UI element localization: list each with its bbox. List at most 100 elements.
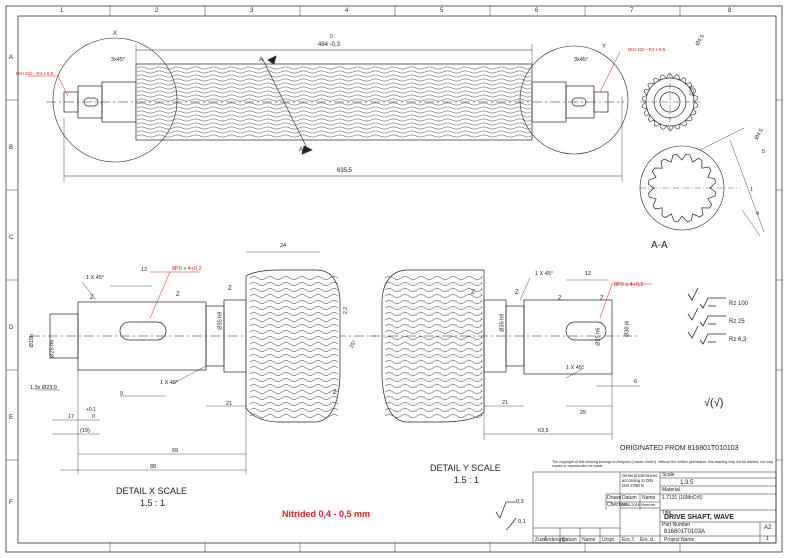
detail-x-wave-line <box>249 354 339 358</box>
main-wave-line <box>136 106 532 110</box>
tb-general-tol: General tolerances according to DIN ISO … <box>622 473 658 488</box>
main-wave-line <box>136 110 532 114</box>
detail-x-wave-line <box>249 300 339 304</box>
detail-x-dim-9: 9 <box>120 391 124 397</box>
detail-y-z-3: Z <box>558 296 562 302</box>
detail-x-dia-left2: Ø18h <box>28 334 35 348</box>
frame-row-a: A <box>9 55 14 61</box>
frame-col-5: 5 <box>440 8 444 14</box>
detail-y-wave-line <box>384 276 483 280</box>
main-wave-line <box>136 94 532 98</box>
detail-y-wave-line <box>384 300 483 304</box>
title-block-lines <box>532 471 777 544</box>
detail-y-chamfer-2: 1 X 45° <box>566 365 585 371</box>
detail-y-wave-line <box>384 282 483 286</box>
detail-x-wave-line <box>249 366 339 370</box>
detail-x-wave-line <box>249 282 339 286</box>
detail-y-wave-line <box>384 384 483 388</box>
tb-name-value: Hoerner <box>641 502 656 507</box>
detail-x-wave-line <box>249 402 339 406</box>
detail-x-title: DETAIL X SCALE <box>116 486 188 496</box>
detail-y-wave-line <box>384 366 483 370</box>
detail-x-roller <box>245 269 341 423</box>
detail-x-dia-left: Ø25 h6 <box>49 339 56 358</box>
tolerance-upper: 0,3 <box>516 499 524 505</box>
main-wave-line <box>136 126 532 130</box>
detail-y-roller <box>381 269 485 423</box>
tb-date-value: 2008-2016 <box>621 502 641 507</box>
detail-y-dia-right: Ø30 j6 <box>624 320 631 337</box>
detail-x-wave-line <box>249 372 339 376</box>
large-gear-outline <box>647 153 717 223</box>
detail-y-wave-line <box>384 372 483 376</box>
main-wave-line <box>136 78 532 82</box>
detail-y-dim-6: 6 <box>634 379 638 385</box>
detail-y-dia-right2: Ø25 h6 <box>595 327 602 346</box>
detail-x-dim-12: 12 <box>141 267 148 273</box>
nitrided-note: Nitrided 0,4 - 0,5 mm <box>282 509 371 519</box>
tb-bottom-zust: Zust. <box>535 537 547 543</box>
outer-border <box>5 5 783 553</box>
frame-row-d: D <box>9 325 14 331</box>
detail-x-marker: X <box>113 31 118 37</box>
section-dim-4: 5 <box>762 149 766 155</box>
detail-y-marker: Y <box>602 44 607 50</box>
detail-x-dim-69: 69 <box>172 448 179 454</box>
detail-y-keyway: 8P9 x 4+0,2 <box>614 282 644 288</box>
frame-col-3: 3 <box>250 8 254 14</box>
tb-drawing-title: DRIVE SHAFT, WAVE <box>664 514 734 521</box>
main-wave-line <box>136 66 532 70</box>
detail-x-dim-88: 88 <box>150 464 157 470</box>
detail-y-title: DETAIL Y SCALE <box>430 463 501 473</box>
surface-legend-graphics <box>687 287 726 345</box>
tb-date-label: Datum <box>622 495 637 501</box>
frame-col-7: 7 <box>630 8 634 14</box>
frame-row-e: E <box>9 415 14 421</box>
detail-x-dim-0: 0 <box>92 414 96 420</box>
detail-y-wave-line <box>384 408 483 412</box>
detail-x-dia-mid: Ø35 h9 <box>217 311 224 330</box>
frame-col-8: 8 <box>728 8 732 14</box>
detail-x-dim-21: 21 <box>226 401 233 407</box>
detail-y-wave-line <box>384 294 483 298</box>
detail-y-z-4: Z <box>600 296 604 302</box>
detail-x-z-4: Z <box>333 390 337 396</box>
detail-y-wave-line <box>384 324 483 328</box>
section-a-a-title: A-A <box>651 240 668 251</box>
tb-bottom-aenderung: Änderung <box>544 537 566 543</box>
frame-row-f: F <box>9 500 13 506</box>
section-a-a-view <box>640 72 700 132</box>
detail-x-wave-texture <box>249 276 339 418</box>
frame-col-1: 1 <box>60 8 64 14</box>
detail-y-wave-line <box>384 348 483 352</box>
detail-x-wave-line <box>249 306 339 310</box>
detail-y-wave-line <box>384 318 483 322</box>
detail-x-wave-line <box>249 396 339 400</box>
detail-y-wave-line <box>384 360 483 364</box>
section-small-gear-teeth <box>641 73 699 131</box>
detail-x-keyway: 8P9 x 4+0,2 <box>172 266 202 272</box>
detail-y-wave-line <box>384 342 483 346</box>
tolerance-symbol <box>495 501 517 531</box>
inner-border <box>17 15 777 544</box>
tb-name-label: Name <box>642 495 656 501</box>
detail-x-wave-line <box>249 360 339 364</box>
detail-y-z-1: Z <box>471 290 475 296</box>
detail-x-wave-line <box>249 348 339 352</box>
surface-rz-25: Rz 25 <box>729 319 745 325</box>
detail-x-wave-line <box>249 342 339 346</box>
frame-col-2: 2 <box>155 8 159 14</box>
tb-part-number: 816801T0103A <box>664 529 706 535</box>
section-marker-bottom: A <box>299 147 304 153</box>
detail-x-wave-line <box>249 336 339 340</box>
section-marker-top: A <box>259 57 264 63</box>
detail-x-z-2: Z <box>176 292 180 298</box>
detail-x-wave-line <box>249 378 339 382</box>
section-dim-2: 22,5 <box>689 85 696 97</box>
main-roller-wave-texture <box>136 66 532 138</box>
copyright-note: The copyright of this drawing belongs to… <box>552 460 774 469</box>
detail-x-wave-line <box>249 294 339 298</box>
main-wave-line <box>136 102 532 106</box>
